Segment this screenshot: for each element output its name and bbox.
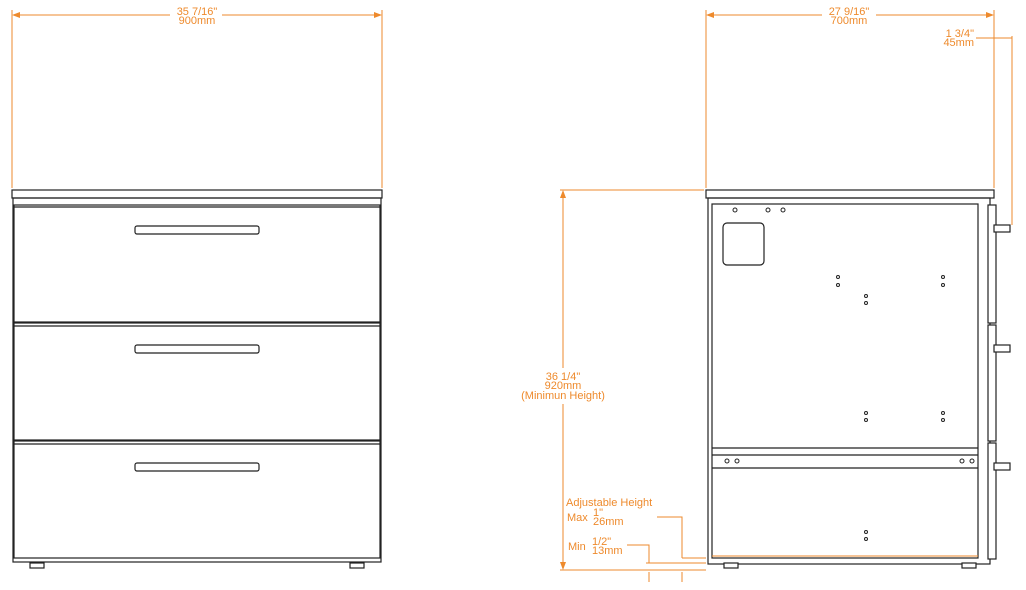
min-inches: 1/2" xyxy=(592,536,611,548)
drawer-1 xyxy=(13,204,381,323)
max-mm: 26mm xyxy=(593,516,624,528)
depth-inches: 27 9/16" xyxy=(829,6,870,18)
min-label: Min xyxy=(568,541,586,553)
drawer-3 xyxy=(13,440,381,559)
adjustable-height-label: Adjustable Height xyxy=(566,497,652,509)
side-panel xyxy=(711,203,979,559)
side-handle-2 xyxy=(987,324,997,442)
foot-left xyxy=(29,562,45,569)
side-view: 27 9/16" 700mm 1 3/4" 45mm 36 1/4" 920mm… xyxy=(521,6,1013,582)
min-mm: 13mm xyxy=(592,545,623,557)
cabinet-body xyxy=(12,197,382,563)
height-mm: 920mm xyxy=(545,380,582,392)
side-body xyxy=(707,197,991,565)
width-mm: 900mm xyxy=(179,15,216,27)
height-note: (Minimun Height) xyxy=(521,390,605,402)
max-label: Max xyxy=(567,512,588,524)
handle-depth-mm: 45mm xyxy=(943,37,974,49)
handle-depth-inches: 1 3/4" xyxy=(946,28,974,40)
side-foot-right xyxy=(961,562,977,569)
side-countertop xyxy=(705,189,995,199)
front-view: 35 7/16" 900mm xyxy=(11,6,383,569)
access-cutout xyxy=(722,222,765,266)
drawer-handle xyxy=(134,462,260,472)
drawer-handle xyxy=(134,225,260,235)
drawer-2 xyxy=(13,322,381,441)
width-inches: 35 7/16" xyxy=(177,6,218,18)
side-foot-left xyxy=(723,562,739,569)
side-handle-1 xyxy=(987,204,997,324)
depth-mm: 700mm xyxy=(831,15,868,27)
height-inches: 36 1/4" xyxy=(546,371,581,383)
handle-protrusion xyxy=(993,224,1011,233)
countertop xyxy=(11,189,383,199)
side-handle-3 xyxy=(987,442,997,560)
foot-right xyxy=(349,562,365,569)
max-inches: 1" xyxy=(593,507,603,519)
drawer-handle xyxy=(134,344,260,354)
